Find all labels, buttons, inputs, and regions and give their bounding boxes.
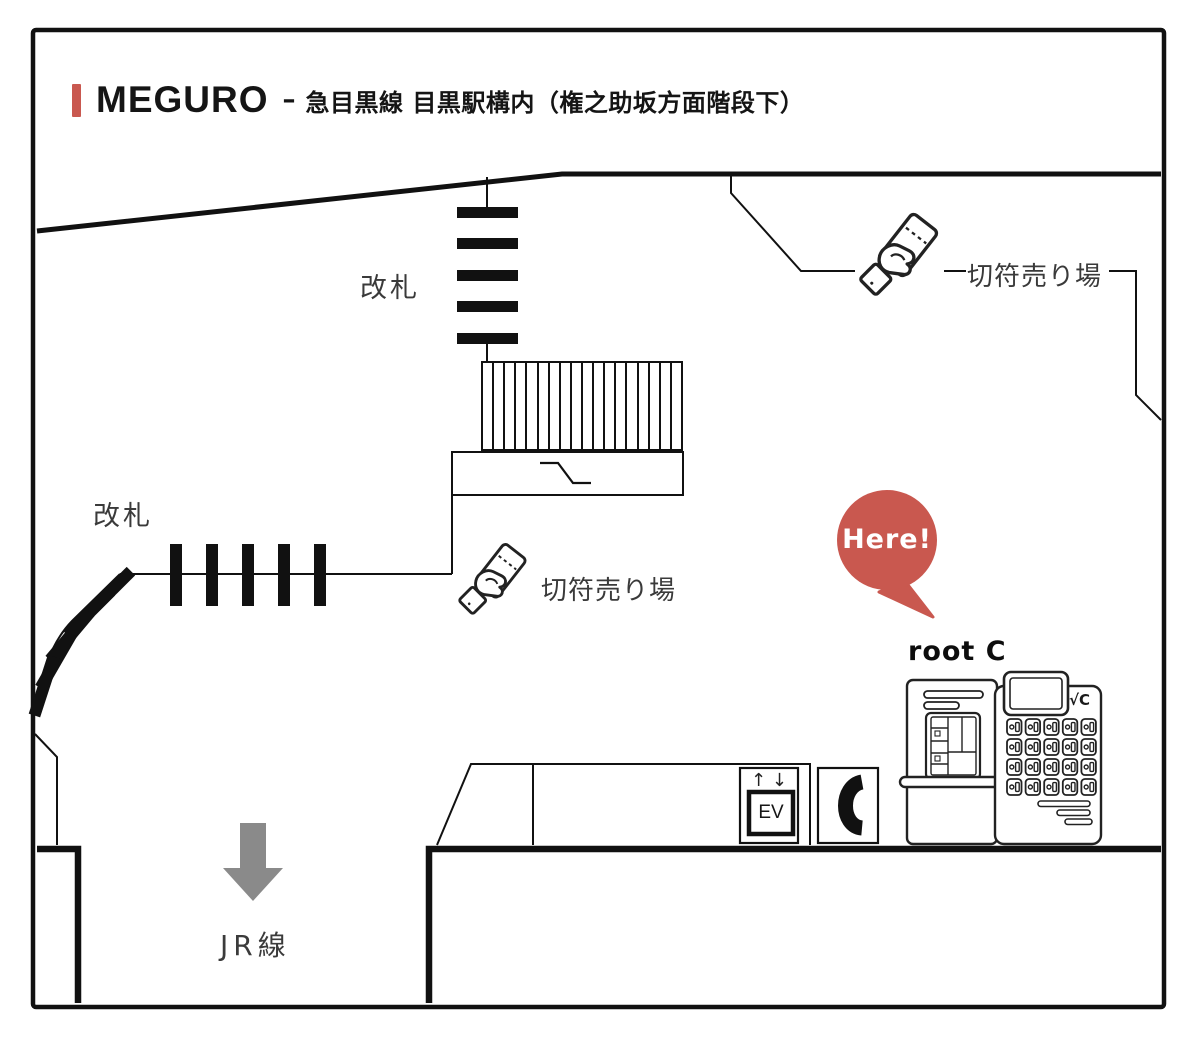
label-ticket-office-center: 切符売り場 [541, 576, 677, 606]
gate-top-bars [457, 207, 518, 344]
rootc-machine [898, 670, 1103, 846]
label-gate-left: 改札 [93, 501, 153, 532]
gate-left-bars [170, 544, 326, 606]
elevator-label: EV [758, 802, 784, 823]
title-subtitle: 急目黒線 目黒駅構内（権之助坂方面階段下） [305, 88, 805, 117]
elevator-arrows-icon: ↑ ↓ [751, 770, 787, 791]
ticket-hand-icon-top [858, 210, 941, 297]
station-name: MEGURO [96, 79, 269, 120]
title-accent-bar [72, 83, 81, 117]
here-label: Here! [842, 524, 932, 555]
gate-left-fan-bars [28, 566, 136, 718]
elevator-ev-badge [746, 789, 796, 837]
phone-box [816, 766, 880, 845]
walls [36, 171, 1161, 1003]
phone-handset-icon [838, 774, 865, 836]
page-title: MEGURO – 急目黒線 目黒駅構内（権之助坂方面階段下） [72, 79, 804, 121]
rootc-shop-label: root C [908, 636, 1007, 667]
stair-landing [451, 451, 684, 496]
escalator-mark [540, 461, 591, 485]
title-dash: – [282, 85, 296, 115]
label-jr-line: JR線 [220, 929, 291, 962]
elevator-box [738, 766, 800, 845]
label-gate-top: 改札 [360, 273, 420, 304]
jr-down-arrow-icon [223, 823, 283, 901]
staircase [451, 361, 684, 496]
here-bubble [837, 490, 937, 619]
map-frame [30, 27, 1167, 1010]
machine-tray [898, 775, 1002, 789]
label-ticket-office-top: 切符売り場 [967, 262, 1103, 292]
ticket-hand-icon-center [457, 541, 529, 616]
machine-logo: √C [1069, 691, 1091, 709]
